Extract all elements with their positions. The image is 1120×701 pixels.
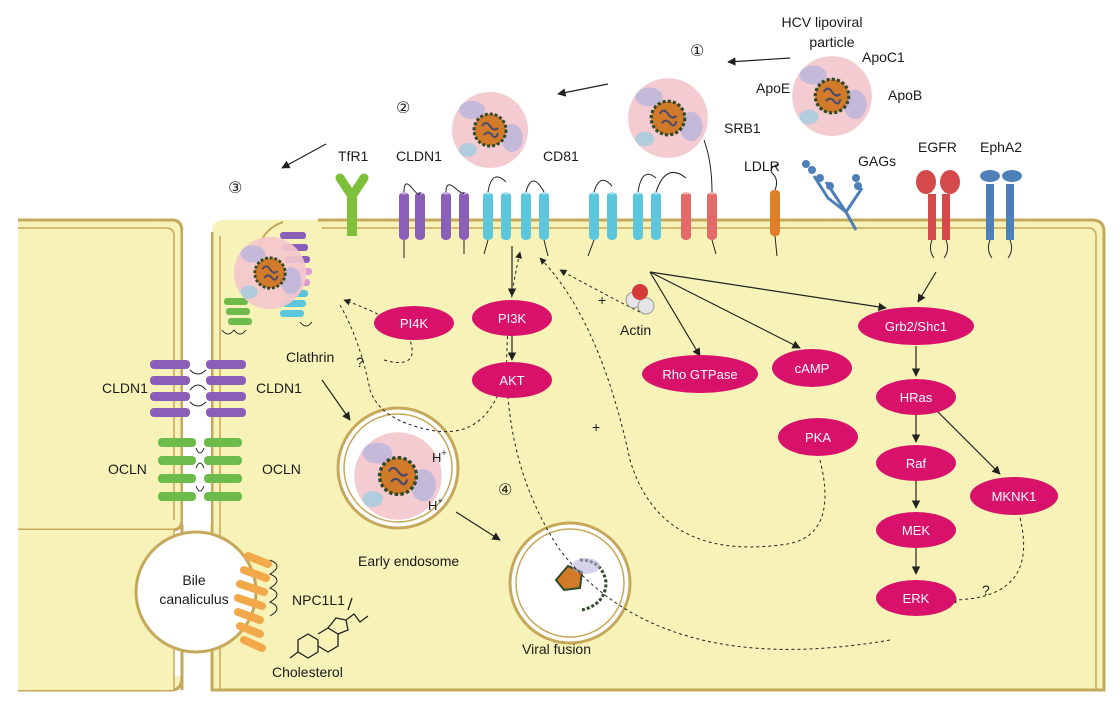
- plus-sign-2: +: [592, 419, 600, 435]
- mek-label: MEK: [902, 523, 931, 538]
- pi4k-label: PI4K: [400, 316, 429, 331]
- hcv-particle-srb1: [626, 76, 710, 160]
- bile-canaliculus-label-2: canaliculus: [159, 591, 228, 607]
- step-4-marker: ④: [498, 480, 512, 499]
- raf-label: Raf: [906, 456, 927, 471]
- cholesterol-molecule: [289, 597, 369, 659]
- cd81-cluster: [483, 176, 549, 257]
- camp-label: cAMP: [795, 361, 830, 376]
- pi3k-label: PI3K: [498, 311, 527, 326]
- node-camp: cAMP: [772, 349, 852, 387]
- apoc1-label: ApoC1: [862, 49, 905, 65]
- akt-label: AKT: [499, 373, 524, 388]
- early-endosome: [336, 406, 460, 530]
- node-raf: Raf: [876, 445, 956, 481]
- node-pi3k: PI3K: [472, 300, 552, 336]
- egfr-receptor: [916, 170, 960, 259]
- gags: [802, 160, 864, 231]
- gags-label: GAGs: [858, 153, 896, 169]
- h-plus-2: H+: [428, 496, 443, 513]
- cldn1-cluster: [399, 183, 469, 258]
- node-mek: MEK: [876, 512, 956, 548]
- question-mark-1: ?: [356, 354, 364, 370]
- clathrin-label: Clathrin: [286, 349, 334, 365]
- epha2-label: EphA2: [980, 139, 1022, 155]
- node-pi4k: PI4K: [374, 306, 454, 340]
- node-pka: PKA: [778, 418, 858, 456]
- tfr1-label: TfR1: [338, 148, 369, 164]
- h-plus-1-sup: +: [441, 448, 446, 458]
- node-mknk1: MKNK1: [970, 477, 1058, 515]
- npc1l1-label: NPC1L1: [292, 592, 345, 608]
- step-3-marker: ③: [228, 178, 242, 197]
- entry-arrows: [281, 57, 791, 541]
- h-plus-2-h: H: [428, 498, 437, 513]
- apob-label: ApoB: [888, 87, 922, 103]
- hcv-particle-label-2: particle: [809, 34, 854, 50]
- ocln-left-label: OCLN: [108, 461, 147, 477]
- cldn1-left-label: CLDN1: [102, 380, 148, 396]
- node-erk: ERK: [876, 580, 956, 616]
- h-plus-1: H+: [432, 448, 447, 465]
- npc1l1-protein: [234, 552, 278, 652]
- node-rho-gtpase: Rho GTPase: [642, 355, 758, 393]
- srb1-cluster: [587, 139, 717, 257]
- apoe-label: ApoE: [756, 80, 790, 96]
- node-grb2-shc1: Grb2/Shc1: [858, 307, 974, 345]
- step-2-marker: ②: [396, 98, 410, 117]
- plus-sign-1: +: [598, 292, 606, 308]
- step-1-marker: ①: [690, 41, 704, 60]
- early-endosome-label: Early endosome: [358, 553, 459, 569]
- node-hras: HRas: [876, 379, 956, 415]
- viral-fusion-vesicle: [508, 521, 632, 645]
- rho-gtpase-label: Rho GTPase: [662, 367, 737, 382]
- cholesterol-label: Cholesterol: [272, 664, 343, 680]
- cd81-label: CD81: [543, 148, 579, 164]
- cldn1-top-label: CLDN1: [396, 148, 442, 164]
- epha2-receptor: [980, 170, 1022, 259]
- hcv-particle-free: [790, 54, 874, 138]
- ldlr-receptor: [770, 163, 780, 257]
- h-plus-2-sup: +: [437, 496, 442, 506]
- bile-canaliculus-label-1: Bile: [182, 572, 206, 588]
- tight-junction-cldn1: [150, 360, 246, 417]
- pka-label: PKA: [805, 430, 831, 445]
- hras-label: HRas: [900, 390, 933, 405]
- erk-label: ERK: [903, 591, 930, 606]
- actin-label: Actin: [620, 322, 651, 338]
- egfr-label: EGFR: [918, 139, 957, 155]
- hcv-particle-step2: [450, 90, 530, 170]
- srb1-label: SRB1: [724, 120, 761, 136]
- mknk1-label: MKNK1: [992, 489, 1037, 504]
- cldn1-right-label: CLDN1: [256, 380, 302, 396]
- tfr1-receptor: [335, 173, 369, 236]
- actin-icon: [625, 284, 655, 315]
- question-mark-2: ?: [982, 582, 990, 598]
- grb2-shc1-label: Grb2/Shc1: [885, 319, 947, 334]
- dashed-feedback-arrows: [339, 251, 1025, 650]
- hcv-particle-label-1: HCV lipoviral: [782, 14, 863, 30]
- ocln-right-label: OCLN: [262, 461, 301, 477]
- viral-fusion-label: Viral fusion: [522, 641, 591, 657]
- tight-junction-ocln: [158, 438, 242, 501]
- h-plus-1-h: H: [432, 450, 441, 465]
- node-akt: AKT: [472, 362, 552, 398]
- ldlr-label: LDLR: [744, 158, 780, 174]
